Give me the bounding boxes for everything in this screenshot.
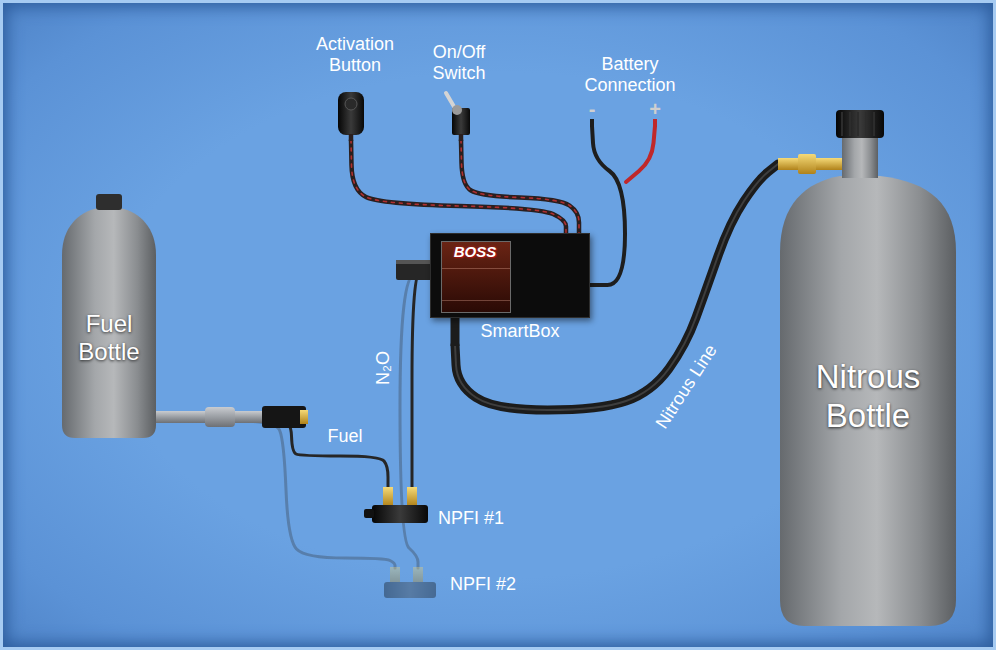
connector-path	[626, 126, 655, 182]
battery-terminals	[592, 119, 655, 127]
connector-line	[461, 140, 579, 233]
connector-line	[351, 140, 566, 233]
switch-nut	[452, 105, 462, 115]
injector-nozzle: NPFI #1	[368, 488, 528, 530]
wire-stub	[349, 134, 354, 141]
connector-line	[400, 274, 430, 568]
knob-ridges	[842, 112, 874, 136]
nitrous-bottle: Nitrous Bottle	[778, 108, 958, 628]
negative-wire-stub	[590, 119, 594, 127]
hose-stub	[451, 316, 460, 346]
connector-path	[461, 140, 579, 233]
injector-body	[372, 505, 428, 523]
activation-button-illustration	[338, 92, 364, 141]
connector-path	[351, 140, 566, 233]
injector-nozzle: NPFI #2	[380, 568, 530, 604]
fuel-fitting	[390, 567, 400, 583]
connector-line	[590, 126, 655, 285]
solenoid-edge	[396, 260, 434, 264]
node-label: NPFI #2	[450, 574, 516, 595]
pipe-fitting	[205, 407, 235, 427]
node-label: Activation Button	[296, 34, 414, 76]
bottle-body	[62, 208, 156, 438]
button-cap	[345, 98, 357, 110]
node-label: BOSS	[440, 243, 510, 261]
connector-path	[351, 140, 566, 233]
bottle-valve	[842, 136, 878, 178]
connector-path	[412, 270, 430, 488]
node-label: NPFI #1	[438, 508, 504, 529]
npfi-2-illustration	[384, 567, 436, 598]
connector-path	[158, 420, 395, 568]
nitrous-bottle-illustration	[778, 110, 956, 626]
connector-path	[400, 274, 430, 568]
node-label: Fuel Bottle	[64, 310, 154, 367]
connector-path	[590, 126, 625, 285]
connector-path	[461, 140, 579, 233]
positive-wire-stub	[653, 119, 657, 127]
node-label: On/Off Switch	[414, 42, 504, 84]
fuel-tee	[262, 406, 306, 428]
toggle-switch-illustration	[446, 93, 470, 141]
nitrous-fitting	[407, 487, 417, 506]
edge-label: Fuel	[327, 427, 362, 447]
node-label: Battery Connection	[560, 54, 700, 96]
connector-line	[158, 420, 395, 568]
battery-connection: Battery Connection- +	[560, 54, 702, 126]
valve-knob	[836, 110, 884, 138]
nitrous-fitting	[413, 567, 423, 583]
solenoid-block	[396, 260, 434, 280]
wire-stub	[459, 134, 464, 141]
brass-fitting	[816, 158, 842, 170]
node-label: Nitrous Bottle	[798, 358, 938, 436]
npfi-1-illustration	[364, 487, 428, 523]
edge-label: N₂O	[374, 351, 394, 385]
fuel-bottle-illustration	[62, 194, 308, 438]
fuel-fitting	[383, 487, 393, 506]
smartbox: BOSS SmartBox	[430, 233, 590, 345]
activation-button: Activation Button	[296, 34, 416, 140]
brass-nut	[798, 154, 816, 174]
connector-line	[412, 270, 430, 488]
tee-plug	[300, 410, 308, 424]
bottle-body	[780, 176, 956, 626]
push-button	[338, 92, 364, 135]
node-label: -	[584, 98, 600, 122]
node-label: +	[647, 98, 663, 122]
fuel-bottle: Fuel Bottle	[60, 192, 158, 440]
node-label: SmartBox	[460, 321, 580, 342]
bottle-cap	[96, 194, 122, 210]
on-off-switch: On/Off Switch	[414, 42, 506, 140]
injector-nozzle-tip	[364, 509, 374, 518]
edge-label: Nitrous Line	[653, 341, 722, 432]
injector-body	[384, 582, 436, 598]
brass-fitting	[778, 158, 798, 170]
